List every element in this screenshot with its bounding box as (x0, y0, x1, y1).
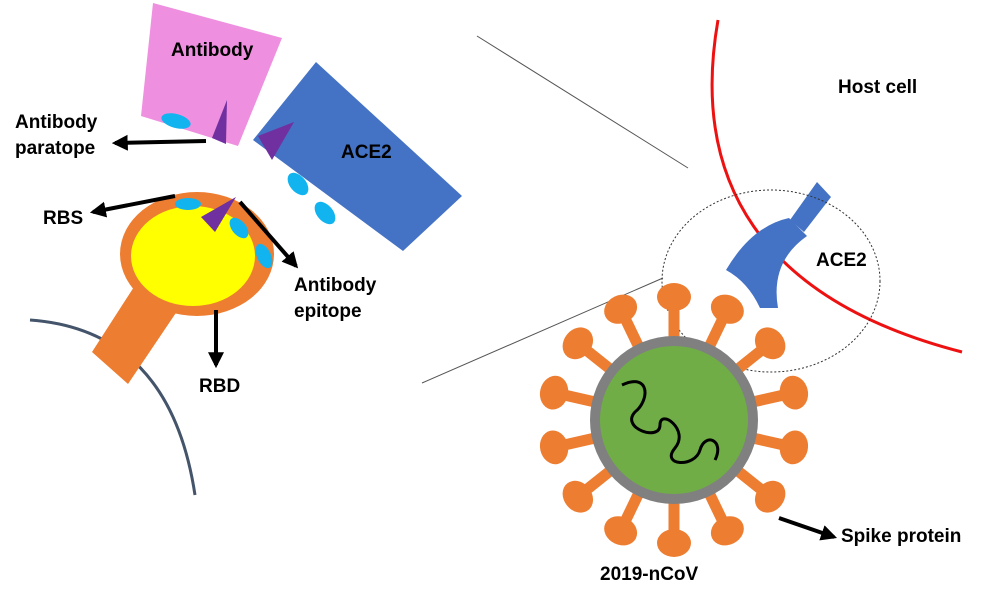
rbs-binding-site (175, 198, 201, 210)
ace2-block-shape (253, 62, 462, 251)
spike-stalk (734, 345, 765, 374)
spike-head (657, 283, 691, 311)
virus-body (600, 346, 748, 494)
viral-rna (621, 380, 720, 464)
spike-head (539, 430, 569, 465)
spike-head (539, 375, 569, 410)
spike-head (779, 375, 809, 410)
spike-head (604, 294, 638, 324)
spike-stalk (583, 466, 614, 495)
spike-head (754, 327, 786, 360)
arrow-epitope (238, 200, 299, 269)
ace2-receptor-cup (726, 218, 807, 308)
spike-head (754, 480, 786, 513)
label-virus: 2019-nCoV (600, 564, 699, 585)
spike-head (710, 294, 744, 324)
host-cell-membrane (710, 19, 963, 354)
ace2-site-1 (287, 172, 309, 196)
epitope-site-2 (255, 243, 273, 269)
spike-stalk (563, 389, 596, 408)
ace2-block-tip (258, 122, 294, 160)
label-antibody-epitope-line1: Antibody (294, 275, 377, 296)
label-antibody-paratope-line2: paratope (15, 138, 96, 159)
rbd-domain (92, 192, 274, 384)
antibody-paratope-tip (212, 100, 227, 144)
spike-head (657, 529, 691, 557)
label-antibody-paratope-line1: Antibody (15, 112, 98, 133)
label-rbd: RBD (199, 376, 241, 397)
spike-head (604, 516, 638, 546)
label-rbs: RBS (43, 208, 84, 229)
spike-stalk (752, 389, 785, 408)
label-ace2-block: ACE2 (341, 142, 392, 163)
antibody-fragment (141, 3, 282, 146)
rbd-core (131, 206, 255, 306)
arrow-rbs (89, 194, 176, 218)
label-spike-protein: Spike protein (841, 526, 962, 547)
spike-head (562, 327, 594, 360)
spike-stalk (620, 316, 644, 349)
arrow-paratope (111, 134, 207, 151)
spike-stalk (734, 466, 765, 495)
antibody-paratope-site (161, 113, 191, 129)
ace2-receptor (726, 182, 831, 308)
ace2-block (253, 62, 462, 251)
spike-stalk (704, 316, 728, 349)
spike-proteins (539, 283, 809, 557)
arrow-spike-protein (778, 516, 838, 541)
label-ace2-receptor: ACE2 (816, 250, 867, 271)
zoom-circle (661, 189, 881, 373)
spike-head (710, 516, 744, 546)
antibody-shape (141, 3, 282, 146)
label-antibody: Antibody (171, 40, 254, 61)
ace2-receptor-stalk (790, 182, 831, 232)
spike-head (779, 430, 809, 465)
spike-stalk (752, 432, 785, 451)
spike-stalk (563, 432, 596, 451)
spike-stalk (620, 491, 644, 524)
virus-surface-arc (29, 318, 197, 496)
spike-stalk (704, 491, 728, 524)
label-host-cell: Host cell (838, 77, 918, 98)
rbd-paratope-tip (201, 197, 236, 232)
zoom-line-top (476, 35, 689, 169)
virus-particle (539, 283, 809, 557)
label-antibody-epitope-line2: epitope (294, 301, 362, 322)
spike-stalk (583, 345, 614, 374)
spike-head (562, 480, 594, 513)
epitope-site-1 (229, 217, 249, 239)
ace2-site-2 (314, 201, 336, 225)
